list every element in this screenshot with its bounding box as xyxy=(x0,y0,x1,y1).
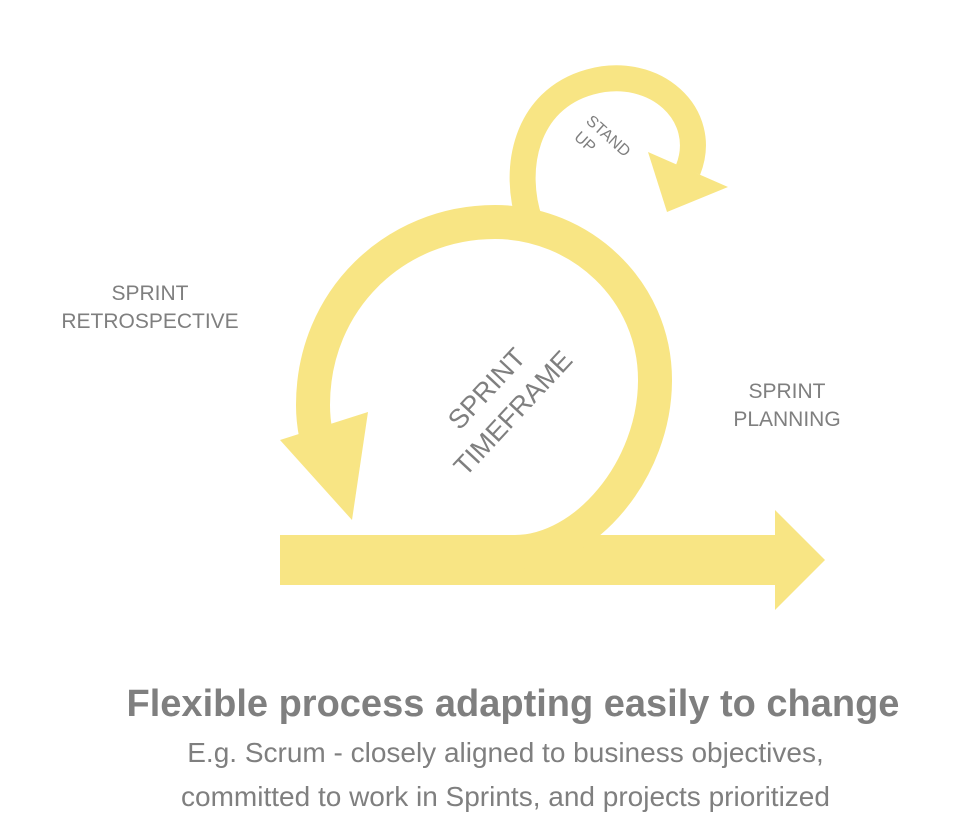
standup-loop-arc xyxy=(509,65,706,227)
sprint-retrospective-label: SPRINT RETROSPECTIVE xyxy=(61,282,239,333)
caption-line-1: E.g. Scrum - closely aligned to business… xyxy=(187,737,824,768)
standup-loop-arrowhead xyxy=(648,152,728,212)
scrum-cycle-diagram xyxy=(280,65,825,610)
sprint-loop-arc xyxy=(295,204,673,569)
caption-line-2: committed to work in Sprints, and projec… xyxy=(181,781,830,812)
caption-heading: Flexible process adapting easily to chan… xyxy=(126,683,900,725)
caption: Flexible process adapting easily to chan… xyxy=(0,677,971,819)
sprint-planning-label: SPRINT PLANNING xyxy=(733,380,841,431)
sprint-loop-arrowhead xyxy=(280,412,368,520)
